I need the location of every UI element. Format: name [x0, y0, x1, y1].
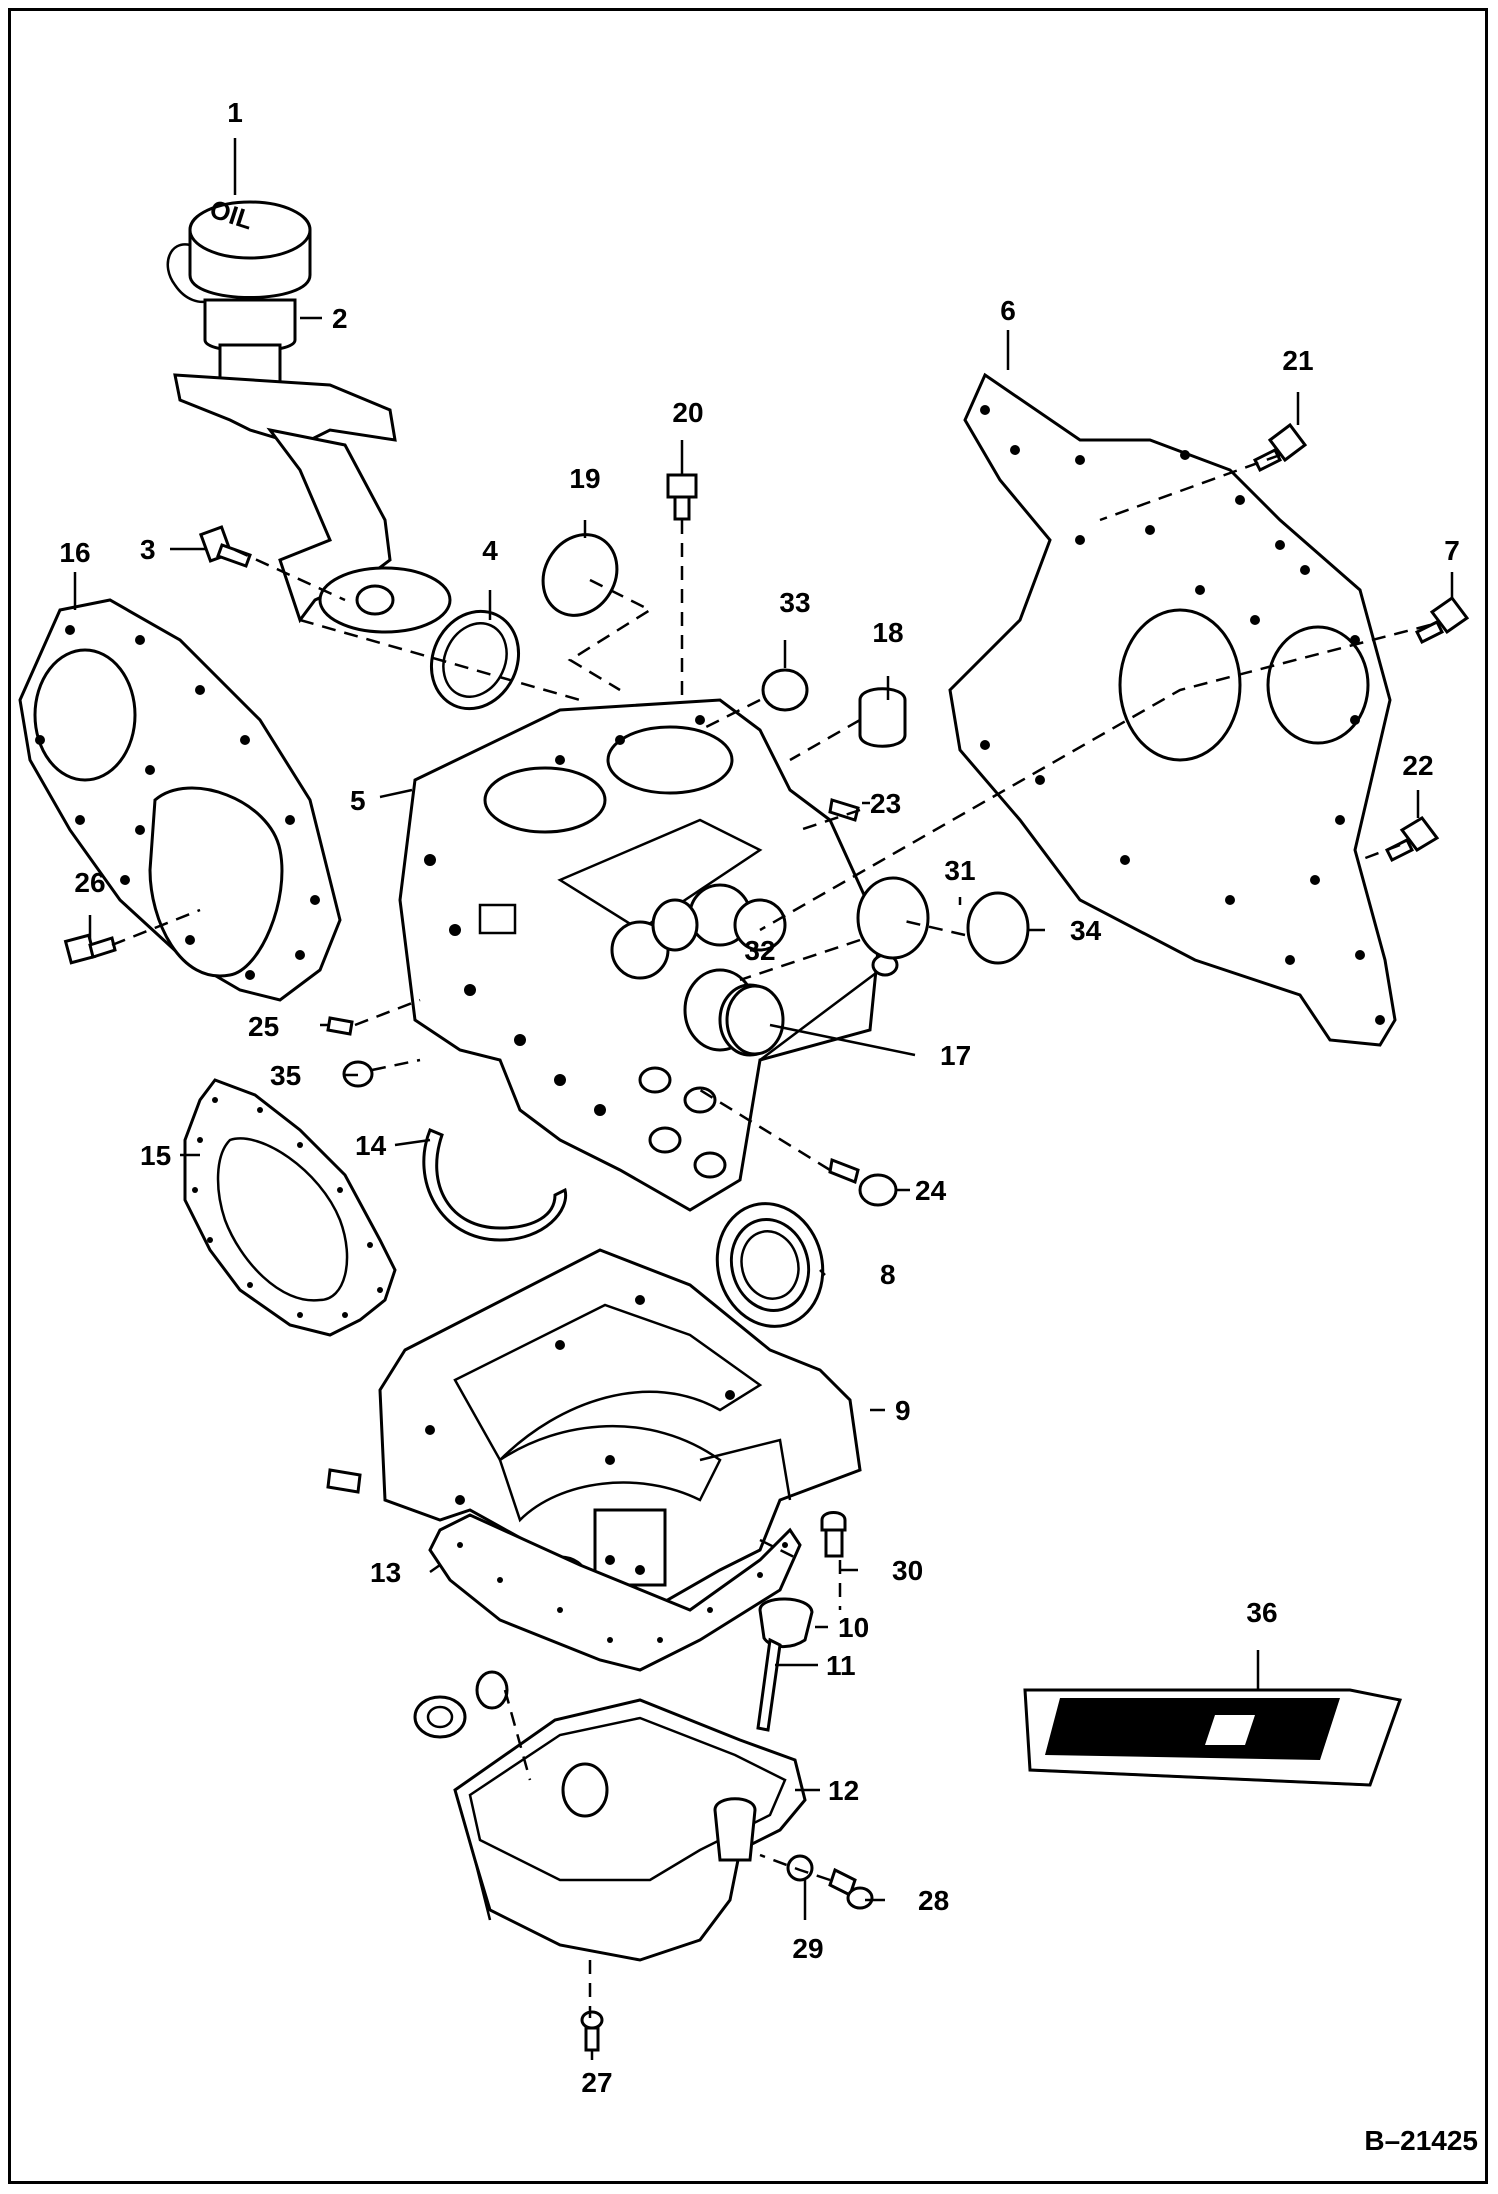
gasket-kit-36: [1023, 1688, 1402, 1787]
callout-26: 26: [74, 867, 105, 898]
o-ring-32a: [651, 898, 699, 952]
bolt-7: [1414, 595, 1470, 645]
bolt-3: [198, 525, 252, 568]
callout-31: 31: [944, 855, 975, 886]
callout-16: 16: [59, 537, 90, 568]
callout-33: 33: [779, 587, 810, 618]
callout-21: 21: [1282, 345, 1313, 376]
o-ring-32b: [725, 984, 785, 1056]
plug-33: [761, 668, 809, 712]
bolt-21: [1252, 422, 1308, 473]
callout-7: 7: [1444, 535, 1460, 566]
callout-30: 30: [892, 1555, 923, 1586]
bolt-24: [828, 1157, 898, 1207]
callout-29: 29: [792, 1933, 823, 1964]
callout-3: 3: [140, 534, 156, 565]
callout-36: 36: [1246, 1597, 1277, 1628]
callout-17: 17: [940, 1040, 971, 1071]
callout-34: 34: [1070, 915, 1102, 946]
callout-12: 12: [828, 1775, 859, 1806]
pin-23: [828, 798, 860, 822]
callout-23: 23: [870, 788, 901, 819]
plug-18: [858, 687, 907, 748]
bolt-27: [580, 2010, 604, 2052]
callout-35: 35: [270, 1060, 301, 1091]
callout-labels: 1 2 3 4 5 6 7 8 9 10 11 12 13 14 15 16 1…: [59, 97, 1459, 2098]
callout-19: 19: [569, 463, 600, 494]
oil-filler-cap: OIL: [166, 194, 312, 304]
callout-15: 15: [140, 1140, 171, 1171]
seal-ring-4: [429, 609, 521, 711]
bolt-30: [820, 1511, 847, 1558]
callout-8: 8: [880, 1259, 896, 1290]
leader-lines: [73, 138, 1454, 2060]
callout-1: 1: [227, 97, 243, 128]
gasket-13: [428, 1513, 802, 1672]
callout-18: 18: [872, 617, 903, 648]
breather-pipe: [173, 298, 452, 634]
cylinder-block: [398, 698, 899, 1212]
callout-22: 22: [1402, 750, 1433, 781]
figure-reference-code: B–21425: [1364, 2125, 1478, 2156]
callout-14: 14: [355, 1130, 387, 1161]
washer-29: [786, 1854, 814, 1882]
callout-24: 24: [915, 1175, 947, 1206]
callout-2: 2: [332, 303, 348, 334]
oil-seal-8: [715, 1202, 825, 1328]
oil-pan-12: [453, 1698, 807, 1962]
seal-14: [422, 1128, 568, 1242]
callout-9: 9: [895, 1395, 911, 1426]
bolt-28: [828, 1867, 874, 1910]
callout-10: 10: [838, 1612, 869, 1643]
bolt-26: [63, 933, 117, 965]
bolt-20: [666, 473, 698, 521]
gasket-15: [183, 1078, 397, 1337]
bearing-case-9: [326, 1248, 862, 1612]
drain-plug-parts: [413, 1670, 509, 1739]
dipstick: [756, 1597, 814, 1732]
ring-34: [966, 891, 1030, 965]
ring-31: [856, 876, 930, 960]
back-plate: [948, 372, 1397, 1047]
callout-5: 5: [350, 785, 366, 816]
callout-20: 20: [672, 397, 703, 428]
callout-4: 4: [482, 535, 498, 566]
bolt-22: [1384, 816, 1440, 863]
callout-28: 28: [918, 1885, 949, 1916]
ring-19: [541, 533, 619, 617]
callout-13: 13: [370, 1557, 401, 1588]
callout-25: 25: [248, 1011, 279, 1042]
assembly-lines: [111, 453, 1431, 2018]
pin-25: [326, 1016, 354, 1036]
callout-32: 32: [744, 935, 775, 966]
callout-11: 11: [826, 1650, 856, 1681]
callout-27: 27: [581, 2067, 612, 2098]
callout-6: 6: [1000, 295, 1016, 326]
front-plate: [18, 598, 342, 1002]
